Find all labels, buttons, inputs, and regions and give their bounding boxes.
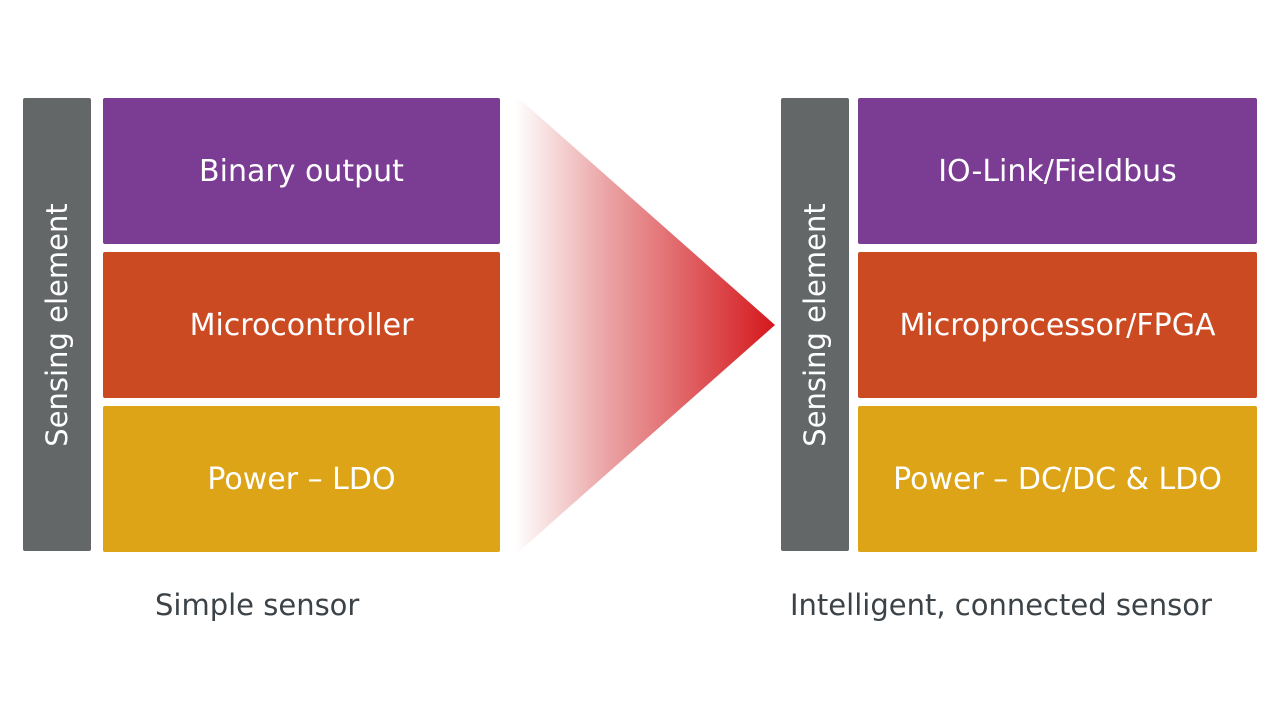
left-output-block: Binary output xyxy=(103,98,500,244)
transition-arrow-icon xyxy=(515,95,775,555)
arrow-shape xyxy=(515,95,775,555)
left-power-block: Power – LDO xyxy=(103,406,500,552)
right-power-block: Power – DC/DC & LDO xyxy=(858,406,1257,552)
left-caption: Simple sensor xyxy=(155,588,360,622)
left-sensing-label: Sensing element xyxy=(40,202,74,447)
right-sensing-label: Sensing element xyxy=(798,202,832,447)
right-processor-block: Microprocessor/FPGA xyxy=(858,252,1257,398)
right-sensing-element: Sensing element xyxy=(781,98,849,551)
left-sensing-element: Sensing element xyxy=(23,98,91,551)
right-caption: Intelligent, connected sensor xyxy=(790,588,1212,622)
right-output-block: IO-Link/Fieldbus xyxy=(858,98,1257,244)
left-processor-block: Microcontroller xyxy=(103,252,500,398)
